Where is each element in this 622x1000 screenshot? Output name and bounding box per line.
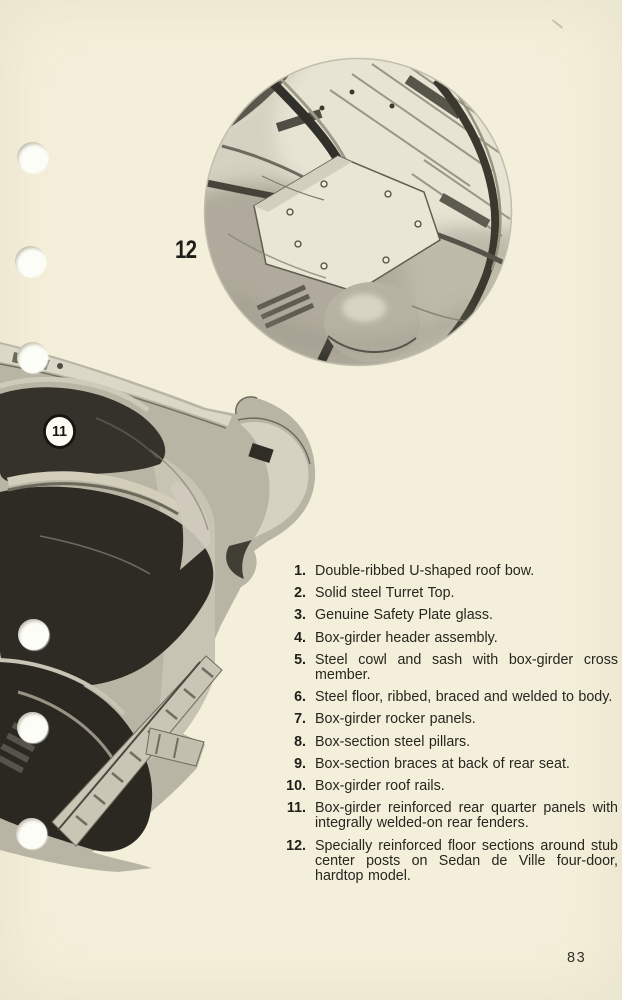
item-number: 6. [294, 689, 306, 706]
item-number: 9. [294, 755, 306, 772]
figure-11-badge: 11 [43, 414, 76, 449]
list-item: 9. Box-section braces at back of rear se… [280, 755, 618, 772]
item-text: Steel cowl and sash with box-girder cros… [315, 651, 618, 684]
item-number: 3. [294, 607, 306, 624]
item-text: Box-section braces at back of rear seat. [315, 755, 570, 772]
list-item: 6. Steel floor, ribbed, braced and welde… [280, 690, 618, 705]
list-item: 11. Box-girder reinforced rear quarter p… [280, 800, 618, 832]
item-text: Box-girder reinforced rear quarter panel… [315, 800, 618, 832]
list-item: 1. Double-ribbed U-shaped roof bow. [280, 563, 618, 579]
hole-punch [16, 818, 47, 849]
item-text: Steel floor, ribbed, braced and welded t… [315, 689, 613, 706]
list-item: 5. Steel cowl and sash with box-girder c… [280, 651, 618, 684]
item-text: Box-girder header assembly. [315, 629, 498, 646]
hole-punch [17, 142, 48, 173]
list-item: 4. Box-girder header assembly. [280, 629, 618, 646]
item-number: 7. [294, 711, 306, 728]
item-number: 11. [286, 800, 306, 817]
list-item: 8. Box-section steel pillars. [280, 733, 618, 750]
item-text: Genuine Safety Plate glass. [315, 607, 493, 624]
item-number: 5. [294, 651, 306, 668]
item-number: 8. [294, 733, 306, 750]
item-number: 1. [294, 563, 306, 579]
item-text: Box-girder rocker panels. [315, 711, 476, 728]
paper-smudge [551, 19, 564, 29]
hole-punch [18, 619, 49, 650]
list-item: 3. Genuine Safety Plate glass. [280, 608, 618, 623]
item-number: 4. [294, 629, 306, 646]
item-text: Double-ribbed U-shaped roof bow. [315, 563, 535, 579]
item-number: 2. [294, 585, 306, 602]
feature-list: 1. Double-ribbed U-shaped roof bow. 2. S… [280, 563, 618, 891]
item-text: Specially reinforced floor sections arou… [315, 837, 618, 885]
list-item: 12. Specially reinforced floor sections … [280, 837, 618, 885]
hole-punch [15, 246, 46, 277]
hole-punch [17, 712, 48, 743]
list-item: 7. Box-girder rocker panels. [280, 712, 618, 727]
figure-11-badge-number: 11 [52, 423, 67, 440]
page-number: 83 [567, 950, 587, 966]
item-text: Box-section steel pillars. [315, 733, 471, 750]
list-item: 2. Solid steel Turret Top. [280, 586, 618, 601]
figure-12-label: 12 [175, 236, 197, 264]
body-cutaway-figure [0, 342, 316, 872]
item-number: 12. [286, 837, 306, 854]
hole-punch [17, 342, 48, 373]
item-text: Solid steel Turret Top. [315, 585, 455, 602]
item-text: Box-girder roof rails. [315, 778, 445, 795]
item-number: 10. [286, 778, 306, 795]
floor-pan-figure [203, 57, 513, 367]
list-item: 10. Box-girder roof rails. [280, 778, 618, 795]
